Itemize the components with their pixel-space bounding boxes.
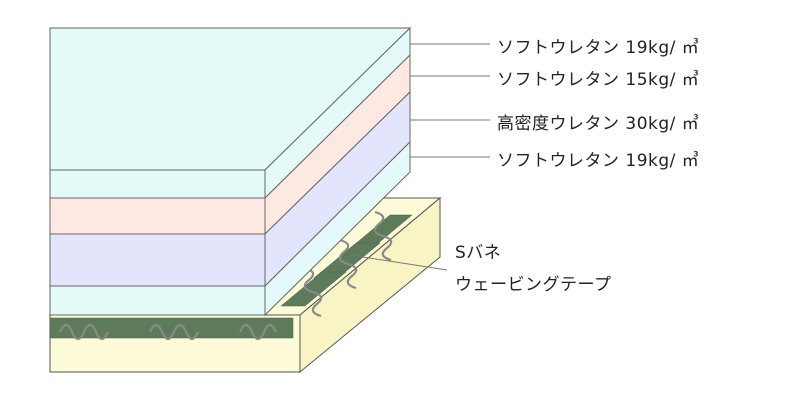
spring-label: Sバネ [455, 243, 502, 263]
layer-front-2 [49, 197, 266, 235]
layer-label-4: ソフトウレタン 19kg/ ㎥ [497, 151, 700, 171]
layer-front-3 [49, 233, 266, 287]
leader-line-spring [349, 254, 448, 271]
tape-label: ウェービングテープ [455, 275, 612, 295]
leader-lines [349, 43, 490, 271]
layer-label-2: ソフトウレタン 15kg/ ㎥ [497, 70, 700, 90]
layer-front-4 [49, 285, 266, 316]
layer-label-1: ソフトウレタン 19kg/ ㎥ [497, 38, 700, 58]
layer-side-4 [264, 140, 411, 317]
webbing-tape [49, 214, 413, 339]
s-spring [58, 210, 393, 341]
layer-front-1 [49, 169, 266, 199]
foam-stack [49, 26, 412, 317]
layer-label-3: 高密度ウレタン 30kg/ ㎥ [497, 114, 700, 134]
